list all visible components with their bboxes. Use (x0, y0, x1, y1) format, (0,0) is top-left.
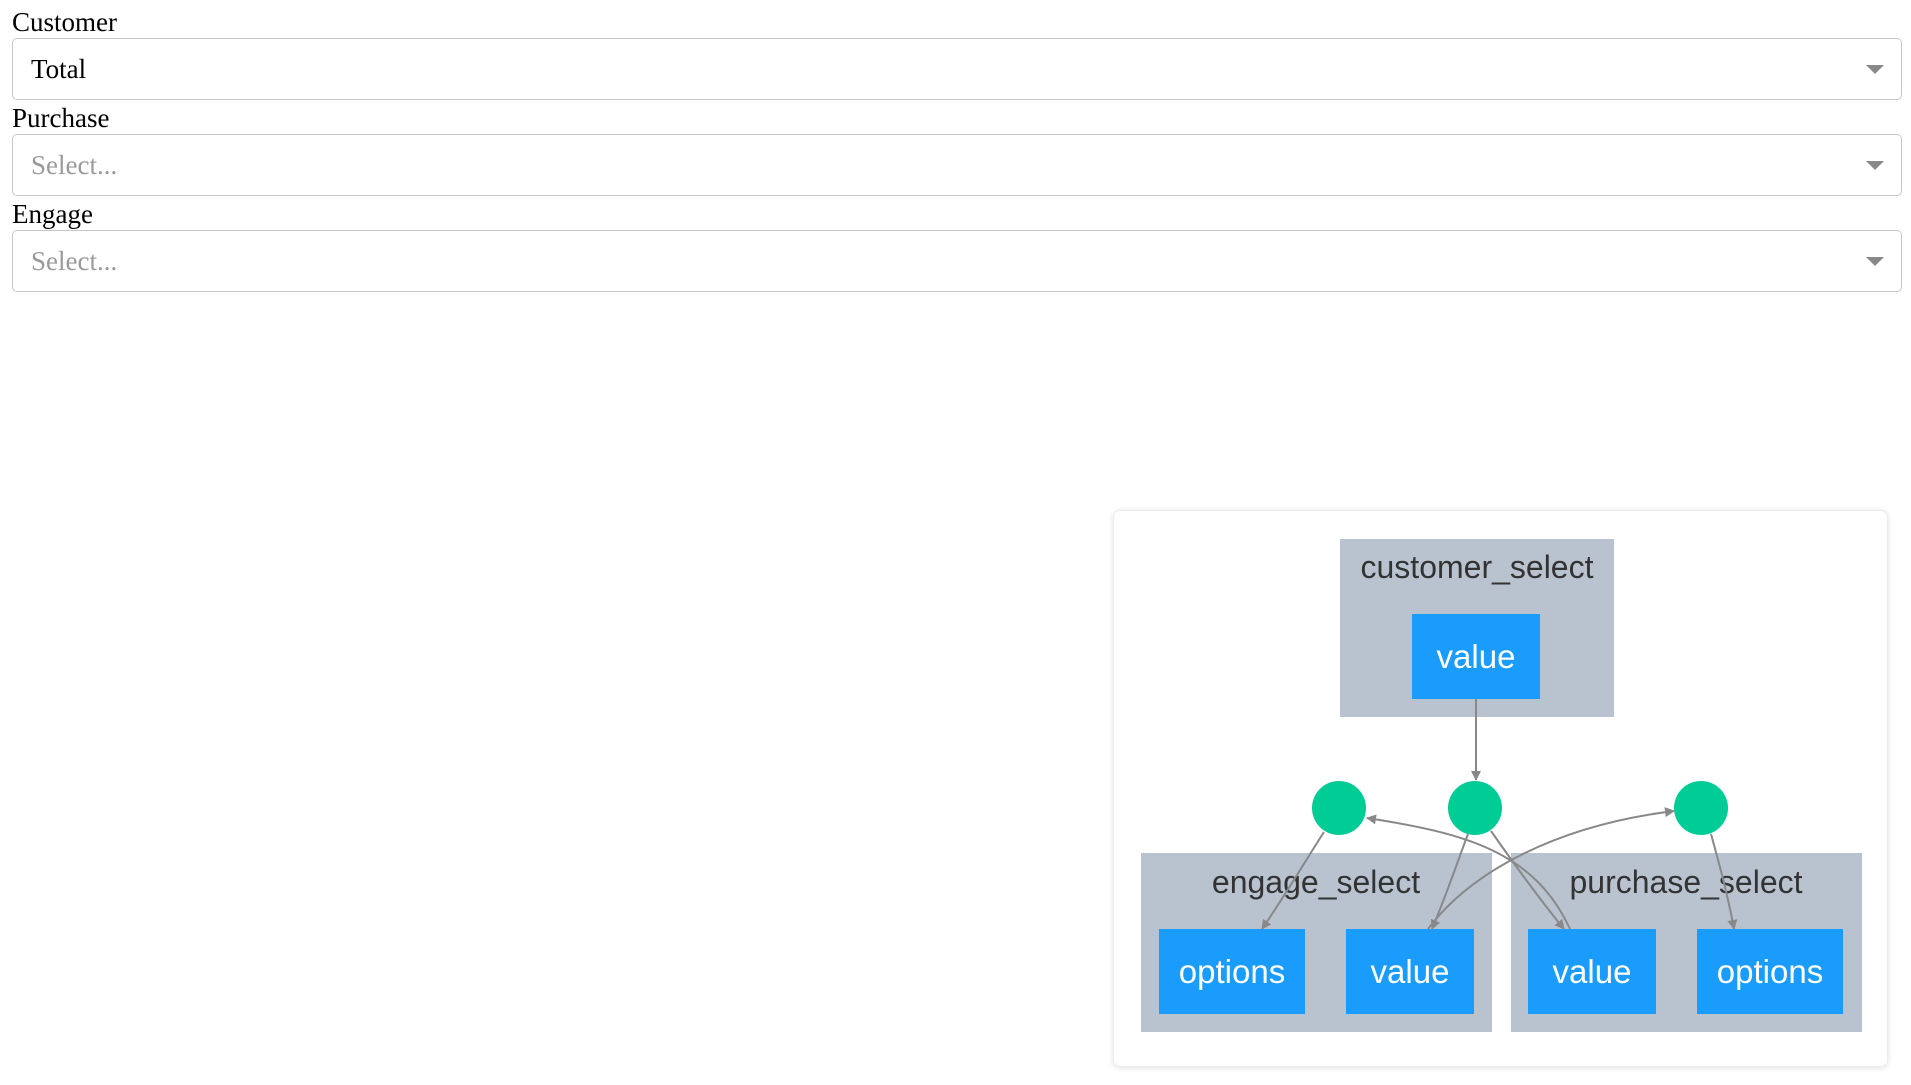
node-purchase-select-value-label: value (1553, 953, 1632, 990)
edge-purchase-value-to-engage-callback (1366, 814, 1571, 930)
edge-engage-callback-to-engage-options (1261, 831, 1325, 930)
node-purchase-select-value[interactable]: value (1528, 929, 1656, 1014)
callback-node-engage[interactable] (1312, 781, 1366, 835)
engage-label: Engage (12, 199, 93, 229)
customer-dropdown[interactable]: Total (12, 38, 1902, 100)
cluster-customer-select-label: customer_select (1361, 549, 1594, 585)
callback-node-customer[interactable] (1448, 781, 1502, 835)
node-purchase-select-options-label: options (1717, 953, 1823, 990)
node-engage-select-value[interactable]: value (1346, 929, 1474, 1014)
engage-dropdown[interactable]: Select... (12, 230, 1902, 292)
node-purchase-select-options[interactable]: options (1697, 929, 1843, 1014)
chevron-down-icon[interactable] (1866, 161, 1884, 170)
callback-node-purchase[interactable] (1674, 781, 1728, 835)
node-purchase-select-value-box[interactable] (1528, 929, 1656, 1014)
node-customer-select-value-box[interactable] (1412, 614, 1540, 699)
cluster-purchase-select-label: purchase_select (1569, 864, 1802, 900)
purchase-label: Purchase (12, 103, 110, 133)
node-engage-select-options-box[interactable] (1159, 929, 1305, 1014)
node-customer-select-value[interactable]: value (1412, 614, 1540, 699)
node-engage-select-value-box[interactable] (1346, 929, 1474, 1014)
customer-dropdown-value: Total (31, 54, 87, 84)
node-engage-select-options-label: options (1179, 953, 1285, 990)
edge-callback-to-purchase-value (1490, 830, 1565, 930)
chevron-down-icon[interactable] (1866, 65, 1884, 74)
cluster-engage-select-label: engage_select (1212, 864, 1420, 900)
callback-graph: customer_select engage_select purchase_s… (1141, 539, 1862, 1032)
dropdown-form: Customer Total Purchase Select... Engage… (12, 6, 1902, 294)
engage-dropdown-placeholder: Select... (31, 246, 118, 276)
purchase-dropdown[interactable]: Select... (12, 134, 1902, 196)
purchase-dropdown-placeholder: Select... (31, 150, 118, 180)
chevron-down-icon[interactable] (1866, 257, 1884, 266)
edge-purchase-callback-to-purchase-options (1710, 833, 1738, 930)
node-customer-select-value-label: value (1437, 638, 1516, 675)
callback-graph-panel: customer_select engage_select purchase_s… (1113, 510, 1888, 1067)
node-purchase-select-options-box[interactable] (1697, 929, 1843, 1014)
customer-label: Customer (12, 7, 117, 37)
node-engage-select-value-label: value (1371, 953, 1450, 990)
node-engage-select-options[interactable]: options (1159, 929, 1305, 1014)
edge-engage-value-to-purchase-callback (1427, 807, 1675, 930)
